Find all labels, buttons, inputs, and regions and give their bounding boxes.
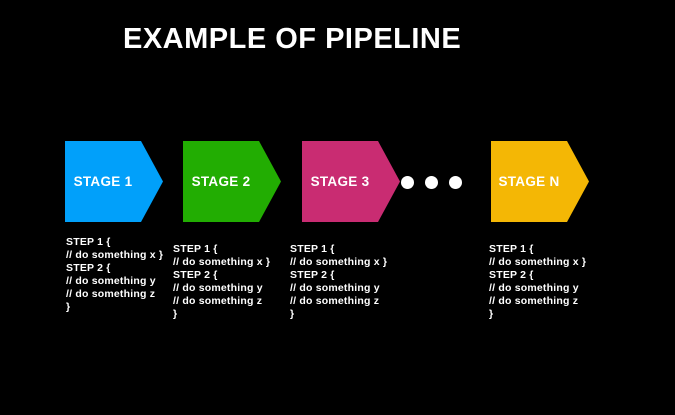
- code-line: }: [66, 301, 71, 313]
- code-line: STEP 2 {: [66, 262, 111, 274]
- stage-2-code-block: STEP 1 { // do something x } STEP 2 { //…: [173, 243, 270, 321]
- code-line: // do something y: [489, 282, 579, 294]
- code-line: STEP 2 {: [290, 269, 335, 281]
- stage-n-label: STAGE N: [498, 174, 560, 189]
- code-line: // do something z: [489, 295, 579, 307]
- code-line: STEP 2 {: [173, 269, 218, 281]
- ellipsis-dot: [449, 176, 462, 189]
- code-line: // do something x }: [173, 256, 271, 268]
- code-line: // do something z: [66, 288, 156, 300]
- ellipsis-dot: [425, 176, 438, 189]
- code-line: // do something y: [290, 282, 380, 294]
- code-line: // do something y: [173, 282, 263, 294]
- stage-3-arrow: STAGE 3: [302, 141, 400, 222]
- stage-3-label: STAGE 3: [310, 174, 370, 189]
- stage-3-code-block: STEP 1 { // do something x } STEP 2 { //…: [290, 243, 387, 321]
- stage-1-arrow: STAGE 1: [65, 141, 163, 222]
- code-line: STEP 2 {: [489, 269, 534, 281]
- code-line: }: [290, 308, 295, 320]
- stage-2-arrow: STAGE 2: [183, 141, 281, 222]
- stage-n-arrow: STAGE N: [491, 141, 589, 222]
- stage-n-code-block: STEP 1 { // do something x } STEP 2 { //…: [489, 243, 586, 321]
- ellipsis-dot: [401, 176, 414, 189]
- code-line: // do something z: [290, 295, 380, 307]
- code-line: STEP 1 {: [290, 243, 335, 255]
- code-line: // do something x }: [489, 256, 587, 268]
- stage-1-label: STAGE 1: [73, 174, 133, 189]
- page-title: EXAMPLE OF PIPELINE: [123, 23, 462, 55]
- code-line: // do something y: [66, 275, 156, 287]
- code-line: STEP 1 {: [66, 236, 111, 248]
- code-line: }: [173, 308, 178, 320]
- code-line: STEP 1 {: [173, 243, 218, 255]
- code-line: // do something x }: [66, 249, 164, 261]
- code-line: STEP 1 {: [489, 243, 534, 255]
- ellipsis-dots: [401, 176, 462, 189]
- stage-2-label: STAGE 2: [191, 174, 251, 189]
- code-line: }: [489, 308, 494, 320]
- stage-1-code-block: STEP 1 { // do something x } STEP 2 { //…: [66, 236, 163, 314]
- code-line: // do something x }: [290, 256, 388, 268]
- code-line: // do something z: [173, 295, 263, 307]
